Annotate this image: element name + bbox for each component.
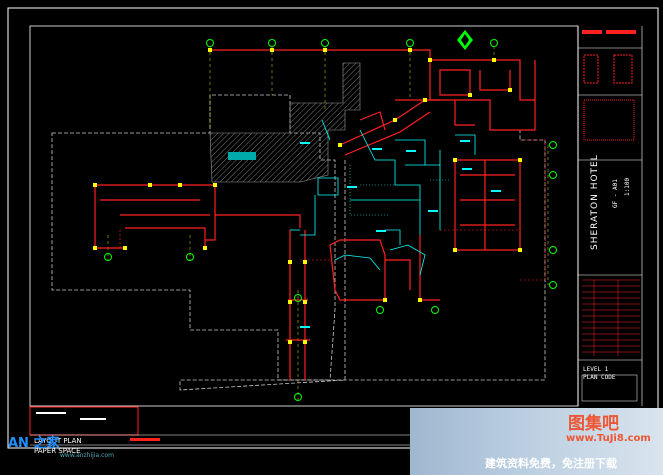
secondary-walls	[119, 139, 546, 281]
tab-layout-plan[interactable]: LAYOUT PLAN	[34, 437, 82, 445]
sheet-inner-frame	[29, 25, 579, 407]
watermark-secondary-name: 之家	[33, 436, 60, 451]
watermark-site-url: www.TuJi8.com	[566, 433, 651, 444]
watermark-banner	[410, 408, 663, 475]
interior-partitions	[290, 119, 476, 276]
watermark-site-name: 图集吧	[568, 414, 619, 434]
hatched-existing-area	[209, 62, 361, 183]
watermark-secondary: AN 之家	[8, 432, 60, 451]
sheet-code: GF - A01	[612, 179, 619, 208]
title-block	[577, 26, 643, 406]
legend-strip	[29, 406, 410, 446]
north-arrow-icon	[457, 30, 473, 50]
hotel-title: SHERATON HOTEL	[590, 154, 600, 250]
level-sub: PLAN CODE	[583, 374, 616, 381]
dotted-lines	[349, 165, 450, 216]
sheet-scale: 1:100	[624, 177, 631, 196]
level-label: LEVEL 1	[583, 366, 609, 373]
sheet-outer-frame	[7, 7, 659, 449]
site-boundary	[51, 94, 336, 381]
grid-bubbles[interactable]	[104, 39, 557, 401]
grid-lines	[107, 46, 549, 400]
watermark-slogan: 建筑资料免费，免注册下载	[485, 457, 617, 470]
watermark-secondary-url: www.anzhijia.com	[60, 452, 114, 459]
watermark-logo-icon: AN	[8, 436, 29, 451]
tab-paper-space[interactable]: PAPER SPACE	[34, 447, 81, 455]
room-tags	[300, 140, 501, 328]
column-markers	[93, 48, 522, 344]
